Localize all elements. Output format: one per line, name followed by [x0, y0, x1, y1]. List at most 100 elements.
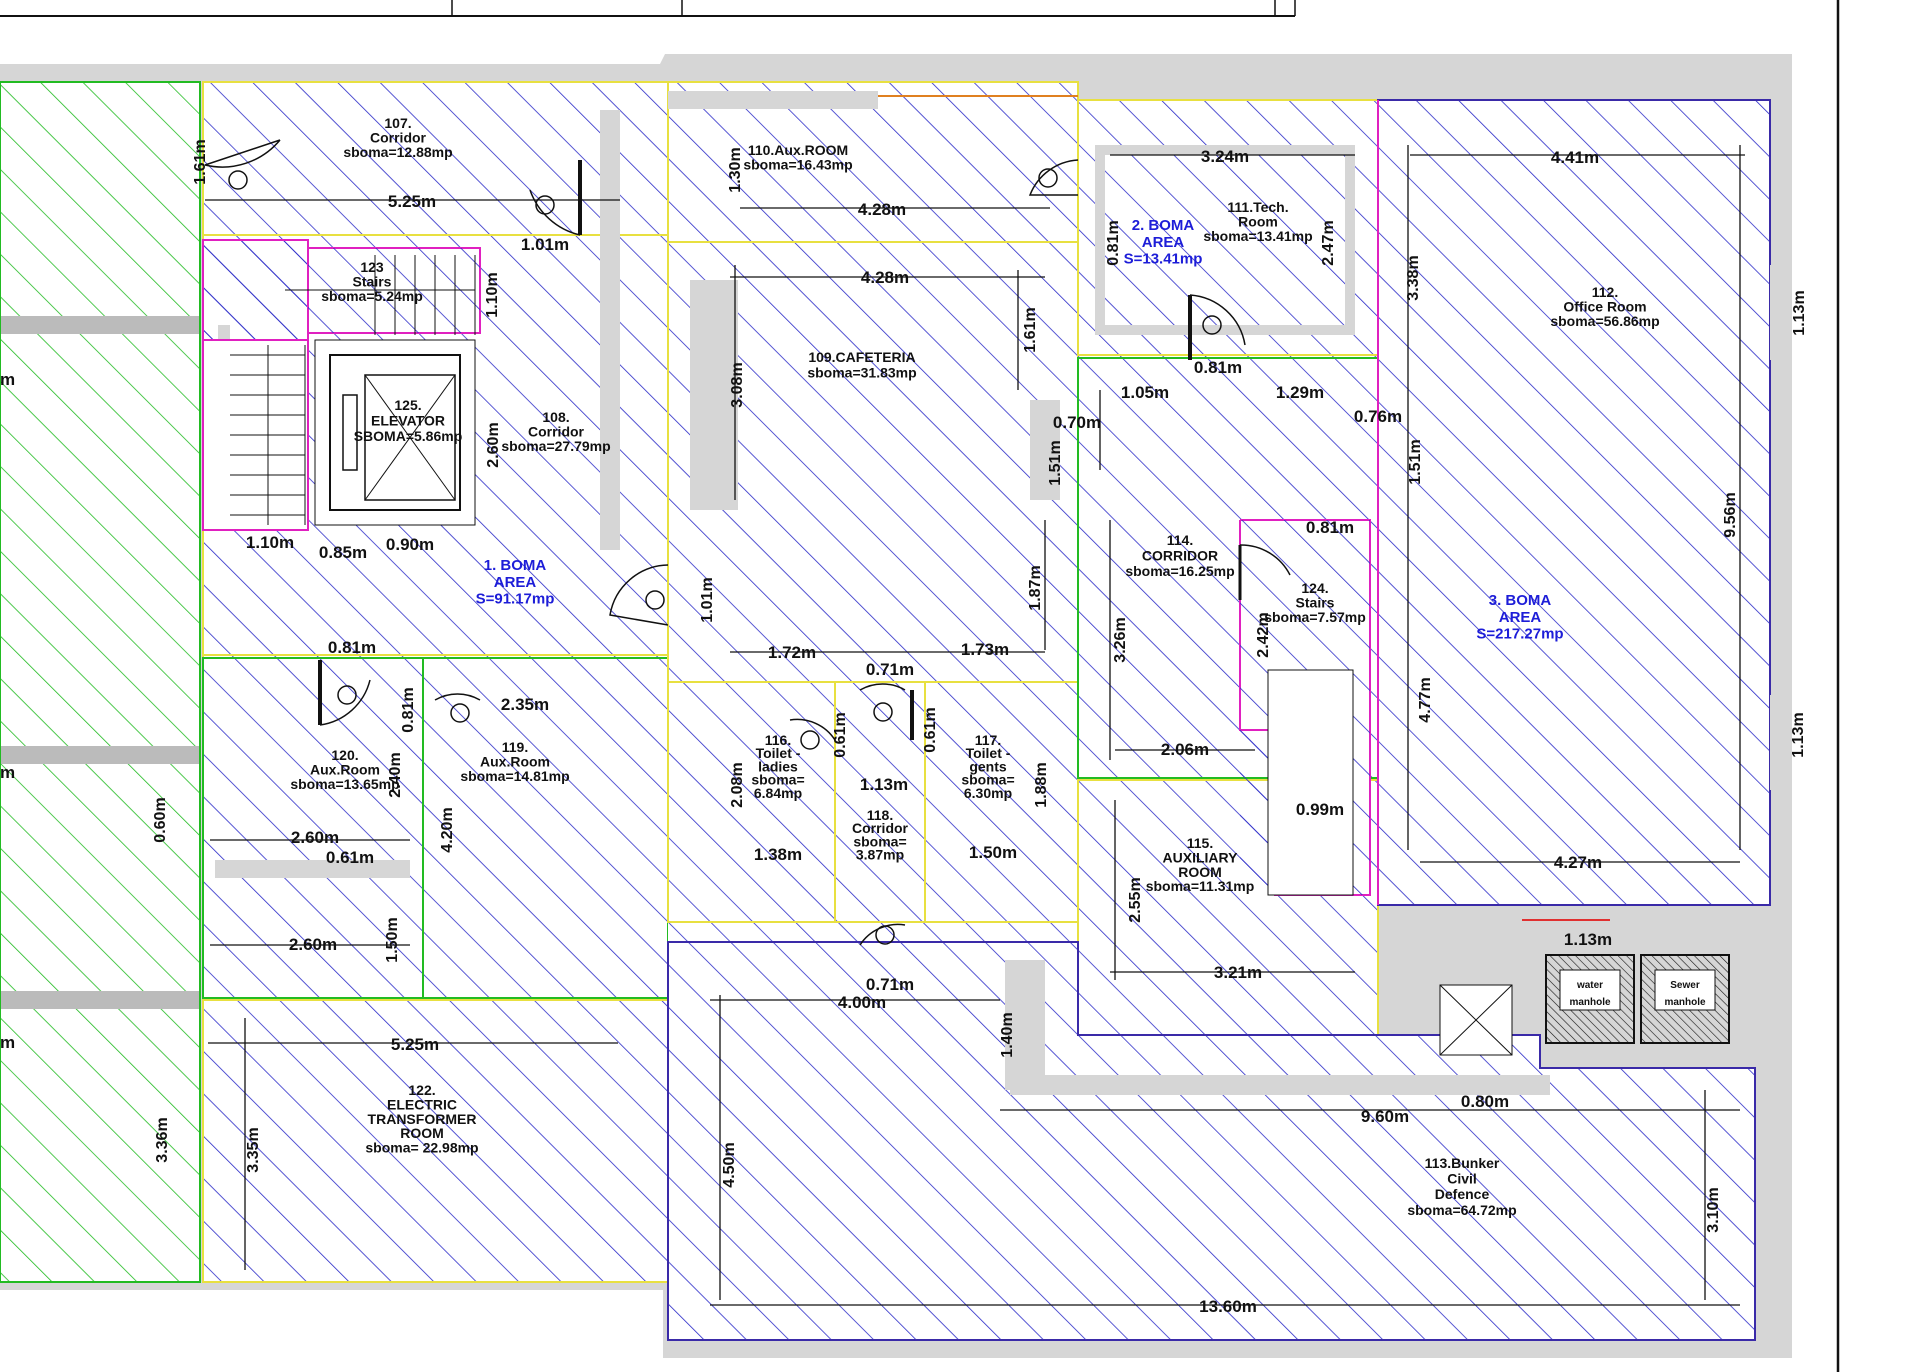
dim-label: 1.05m	[1121, 383, 1169, 402]
zone-green	[0, 81, 201, 1283]
dim-label: 0.61m	[832, 712, 849, 757]
label-line: S=91.17mp	[476, 591, 555, 608]
label-line: Toilet -	[756, 745, 801, 761]
dim-label: 1.13m	[1564, 930, 1612, 949]
dim-label: 2.06m	[1161, 740, 1209, 759]
label-line: water	[1576, 980, 1603, 991]
dim-label: 2.60m	[485, 422, 502, 467]
label-line: ROOM	[1178, 864, 1222, 880]
dim-label: 4.50m	[721, 1142, 738, 1187]
label-line: sboma=5.24mp	[321, 288, 423, 304]
dim-label: 4.77m	[1417, 677, 1434, 722]
label-line: S=217.27mp	[1476, 626, 1563, 643]
dim-label: 2.60m	[291, 828, 339, 847]
label-line: 113.Bunker	[1425, 1155, 1500, 1171]
label-line: Aux.Room	[480, 753, 550, 769]
dim-label: 3.24m	[1201, 147, 1249, 166]
label-line: sboma=7.57mp	[1264, 609, 1366, 625]
label-line: AREA	[494, 574, 537, 591]
label-line: 124.	[1301, 580, 1328, 596]
dim-label: 1.88m	[1033, 762, 1050, 807]
dim-label: 0.81m	[1194, 358, 1242, 377]
label-line: TRANSFORMER	[368, 1111, 477, 1127]
dim-label: 1.73m	[961, 640, 1009, 659]
dim-label: 1.29m	[1276, 383, 1324, 402]
dim-label: 3.10m	[1705, 1187, 1722, 1232]
label-line: ladies	[758, 758, 798, 774]
title-block	[0, 0, 1840, 1372]
dim-label: 2.08m	[729, 762, 746, 807]
label-line: Office Room	[1563, 298, 1646, 314]
dim-label: 2.35m	[501, 695, 549, 714]
dim-label: 3.35m	[245, 1127, 262, 1172]
dim-label: 4.41m	[1551, 148, 1599, 167]
label-line: Stairs	[353, 273, 392, 289]
dim-label: 1.13m	[860, 775, 908, 794]
dimension-lines	[205, 145, 1745, 1306]
dim-label: 3.38m	[1405, 255, 1422, 300]
label-line: sboma=12.88mp	[343, 144, 452, 160]
label-line: ROOM	[400, 1125, 444, 1141]
label-line: Stairs	[1296, 594, 1335, 610]
manholes	[1439, 919, 1730, 1056]
dim-label: 1.01m	[521, 235, 569, 254]
dim-label: m	[0, 763, 15, 782]
label-line: manhole	[1664, 997, 1706, 1008]
label-line: 117.	[975, 732, 1001, 748]
dim-label: 3.08m	[729, 362, 746, 407]
dim-label: 1.72m	[768, 643, 816, 662]
dim-label: 2.55m	[1127, 877, 1144, 922]
dim-label: 3.21m	[1214, 963, 1262, 982]
dim-label: 9.56m	[1722, 492, 1739, 537]
dim-label: 0.81m	[400, 687, 417, 732]
dim-label: 0.61m	[922, 707, 939, 752]
dim-label: 0.85m	[319, 543, 367, 562]
dim-label: 9.60m	[1361, 1107, 1409, 1126]
label-line: 108.	[542, 409, 569, 425]
label-line: 116.	[765, 732, 791, 748]
label-line: sboma=16.43mp	[743, 156, 852, 172]
label-line: 115.	[1187, 835, 1213, 851]
label-line: Toilet -	[966, 745, 1011, 761]
label-line: S=13.41mp	[1124, 251, 1203, 268]
dim-label: m	[0, 370, 15, 389]
label-line: Corridor	[852, 820, 909, 836]
water-manhole-label: water manhole	[1569, 980, 1611, 1008]
dim-label: 1.50m	[969, 843, 1017, 862]
dim-label: 1.51m	[1407, 439, 1424, 484]
label-line: ELECTRIC	[387, 1096, 457, 1112]
dim-label: 1.61m	[1022, 307, 1039, 352]
central-block	[667, 81, 1079, 942]
label-line: Corridor	[370, 129, 427, 145]
label-line: CORRIDOR	[1142, 548, 1218, 564]
dim-label: 2.47m	[1320, 220, 1337, 265]
label-line: sboma=27.79mp	[501, 438, 610, 454]
dim-label: 0.71m	[866, 660, 914, 679]
label-line: 122.	[408, 1082, 435, 1098]
label-line: manhole	[1569, 997, 1611, 1008]
label-line: 125.	[394, 397, 421, 413]
label-line: Room	[1238, 213, 1278, 229]
dim-label: 0.81m	[1105, 220, 1122, 265]
label-line: sboma=	[961, 772, 1014, 788]
dimension-labels: 5.25m 1.61m 1.01m 4.28m 1.30m 3.24m 2.47…	[0, 139, 1808, 1316]
label-line: Civil	[1447, 1171, 1477, 1187]
dim-label: 0.61m	[326, 848, 374, 867]
label-line: 3. BOMA	[1489, 592, 1552, 609]
